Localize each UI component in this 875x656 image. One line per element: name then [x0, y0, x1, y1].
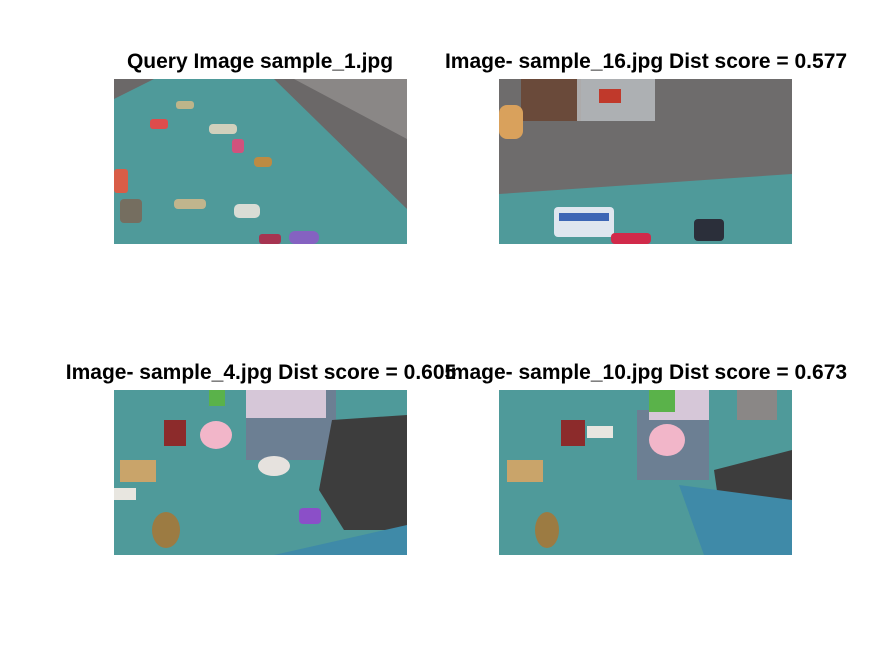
- panel-title-result-3: Image- sample_10.jpg Dist score = 0.673: [444, 361, 848, 384]
- query-image: [114, 79, 407, 244]
- panel-title-result-1: Image- sample_16.jpg Dist score = 0.577: [444, 50, 848, 73]
- panel-title-query: Query Image sample_1.jpg: [126, 50, 394, 73]
- result-image-1: [499, 79, 792, 244]
- result-image-3: [499, 390, 792, 555]
- panel-title-result-2: Image- sample_4.jpg Dist score = 0.605: [65, 361, 457, 384]
- result-image-2: [114, 390, 407, 555]
